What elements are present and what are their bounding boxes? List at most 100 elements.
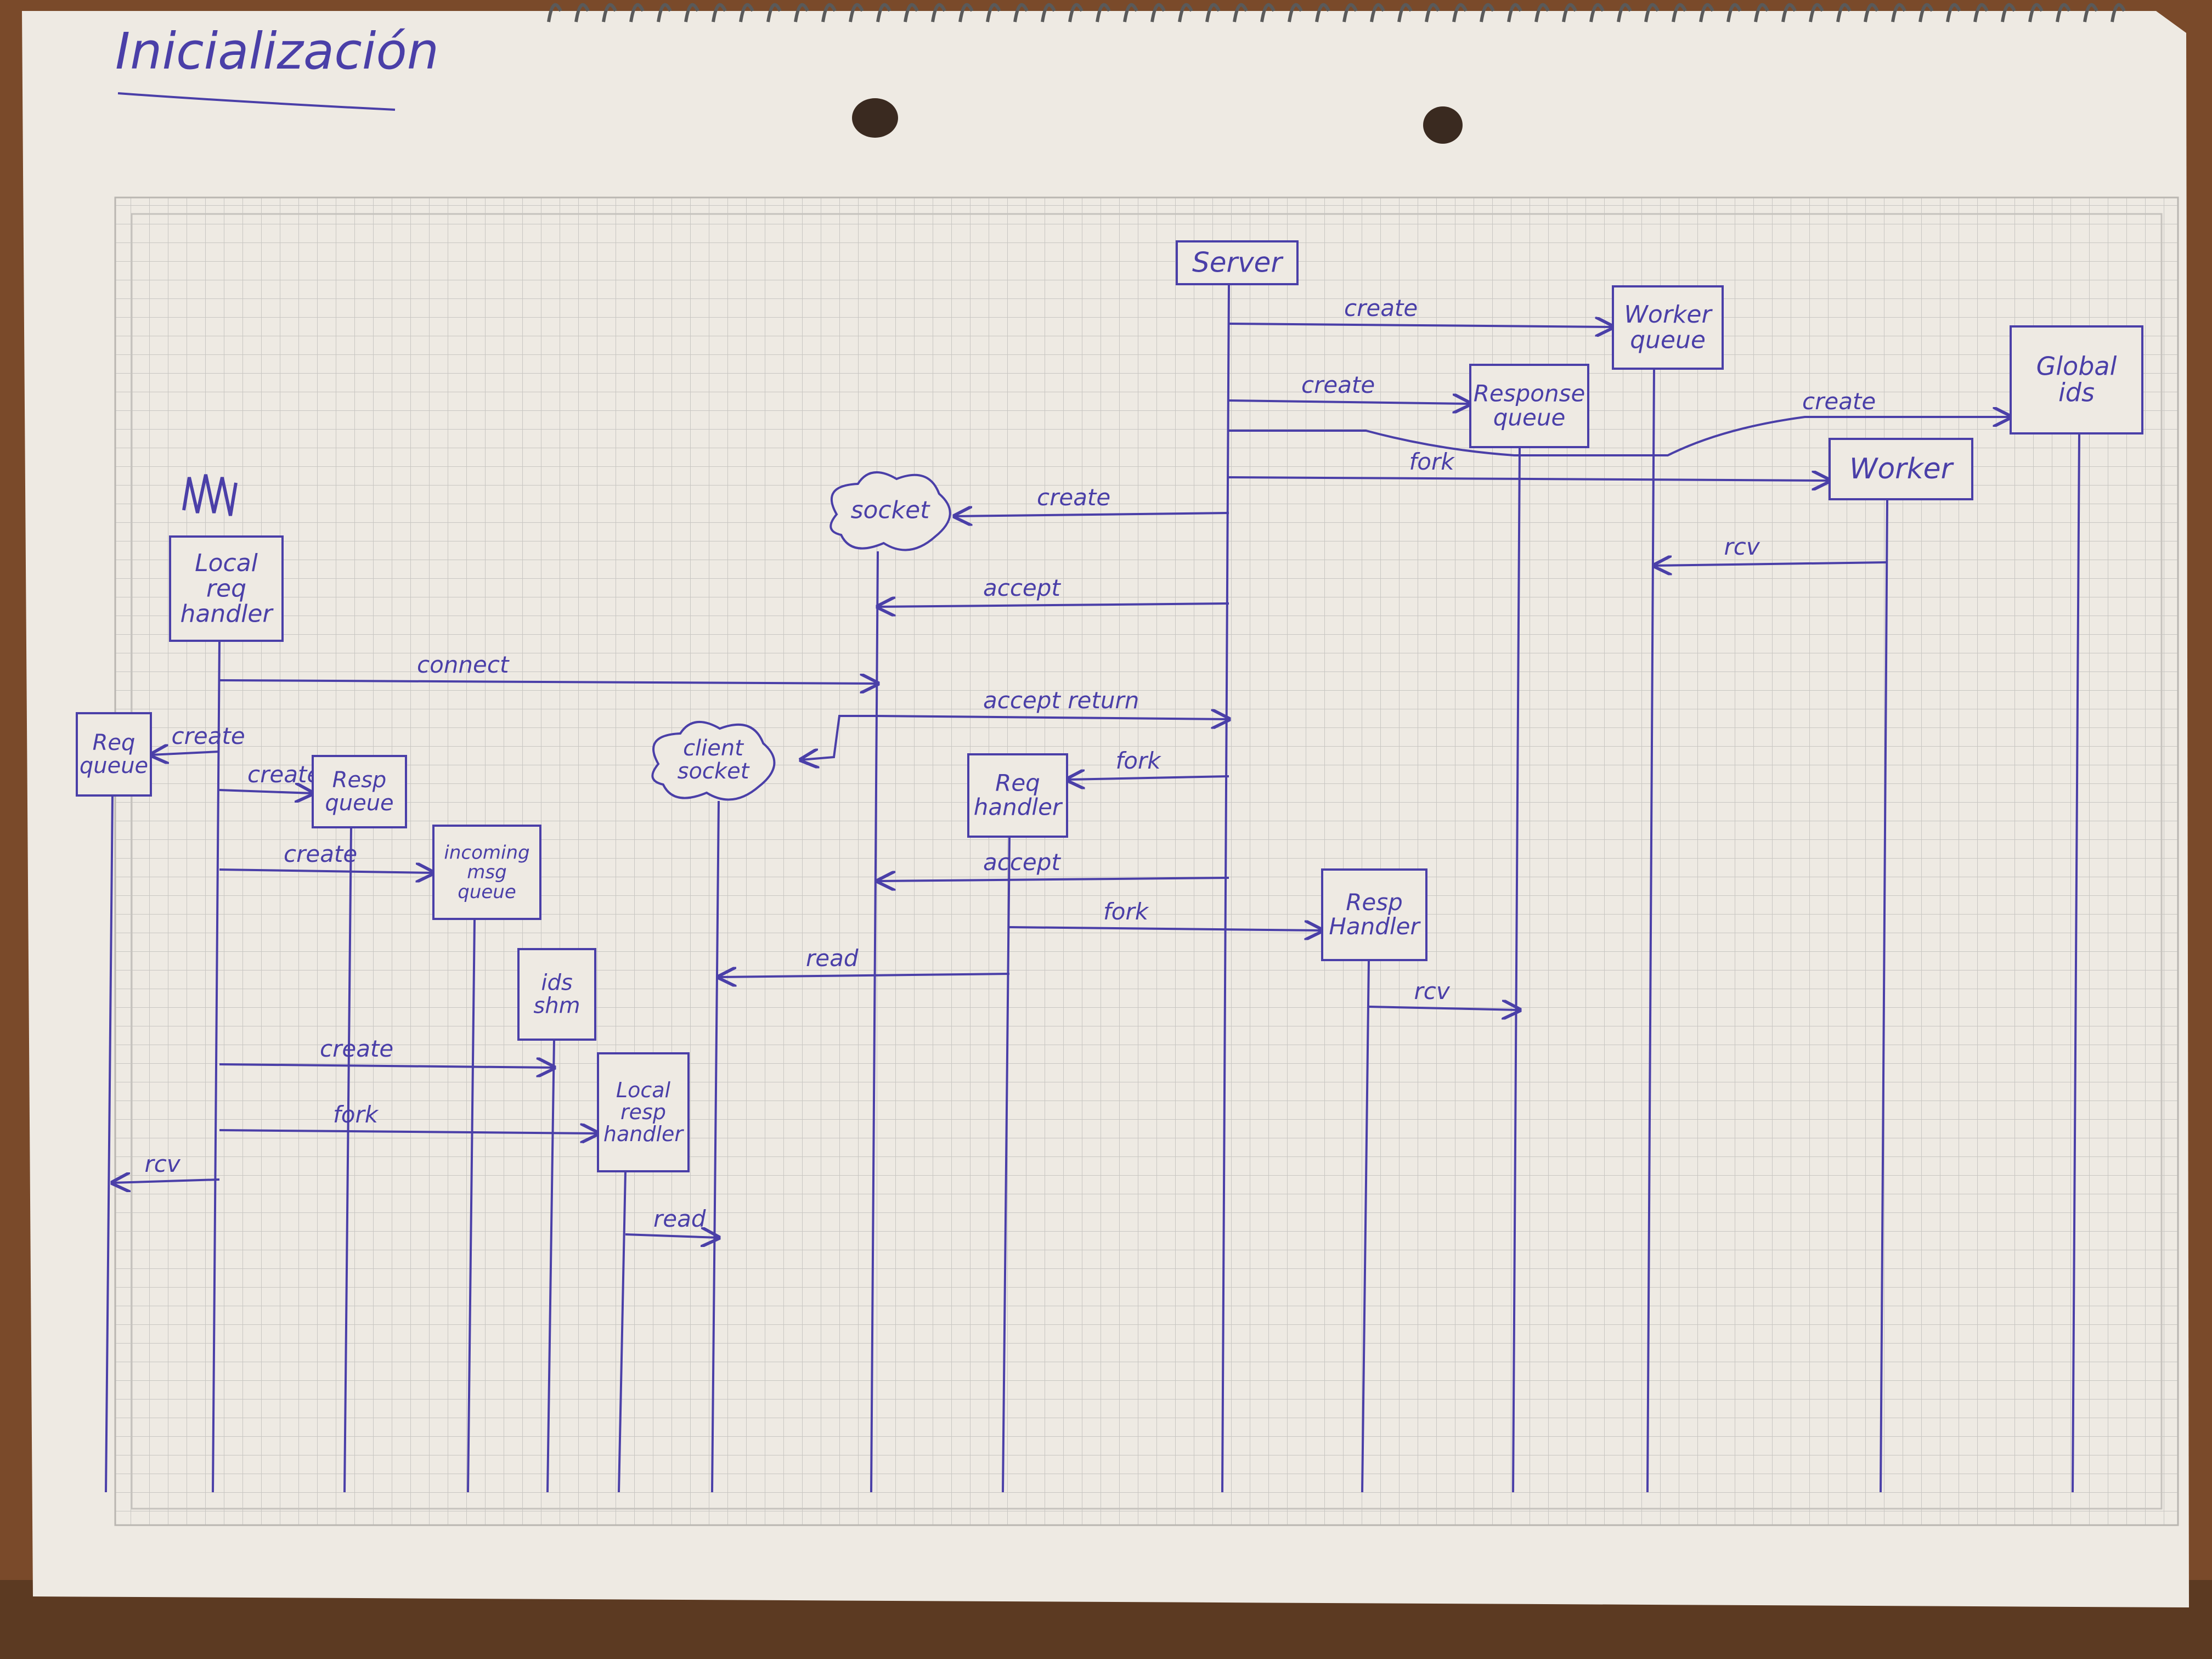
title-underline <box>117 92 396 111</box>
spiral-loop <box>1754 3 1769 22</box>
message-accept: accept <box>878 574 1229 607</box>
participant-label: Local <box>616 1078 671 1102</box>
message-create: create <box>219 761 321 793</box>
spiral-loop <box>629 3 645 22</box>
spiral-loop <box>712 3 727 22</box>
participant-box <box>76 712 152 797</box>
message-label: accept <box>983 849 1061 876</box>
lifeline-incoming-msg-queue <box>467 918 476 1493</box>
message-arrow <box>112 1180 220 1183</box>
spiral-loop <box>574 3 590 22</box>
participant-label: queue <box>325 791 393 816</box>
lifeline-global-ids <box>2072 433 2080 1493</box>
participant-box <box>1829 438 1973 500</box>
message-create: create <box>219 1035 554 1068</box>
spiral-loop <box>1205 3 1221 22</box>
message-arrow <box>1228 400 1470 404</box>
participant-cloud <box>830 471 951 551</box>
participant-socket: socket <box>830 471 951 551</box>
message-label: create <box>320 1035 393 1062</box>
participant-label: Handler <box>1329 913 1421 940</box>
spiral-binding <box>547 3 2126 22</box>
message-label: accept return <box>983 687 1139 714</box>
spiral-loop <box>1973 3 1989 22</box>
message-label: fork <box>333 1101 379 1128</box>
spiral-loop <box>794 3 809 22</box>
spiral-loop <box>2111 3 2126 22</box>
participant-label: ids <box>2058 378 2095 408</box>
message-rcv: rcv <box>1368 978 1520 1010</box>
spiral-loop <box>1507 3 1522 22</box>
lifeline-resp-queue <box>343 827 352 1493</box>
participant-label: msg <box>467 861 506 883</box>
spiral-loop <box>657 3 672 22</box>
message-arrow <box>151 752 220 755</box>
participant-label: queue <box>80 753 148 778</box>
lifeline-local-req-handler <box>212 640 221 1493</box>
spiral-loop <box>958 3 974 22</box>
spiral-loop <box>2083 3 2098 22</box>
message-label: fork <box>1116 747 1162 774</box>
participant-label: Resp <box>1346 889 1403 916</box>
participant-label: Resp <box>332 768 387 793</box>
spiral-loop <box>1864 3 1879 22</box>
participant-label: queue <box>1493 404 1566 431</box>
spiral-loop <box>1260 3 1276 22</box>
message-arrow <box>219 870 433 873</box>
message-read: read <box>625 1205 719 1238</box>
participant-label: socket <box>851 496 931 524</box>
participant-label: handler <box>974 794 1063 821</box>
participant-label: Global <box>2036 351 2117 381</box>
participant-label: ids <box>541 970 572 996</box>
spiral-loop <box>1150 3 1166 22</box>
diagram-title: Inicialización <box>115 22 439 81</box>
participant-label: handler <box>603 1122 685 1146</box>
message-arrow <box>219 1064 554 1068</box>
spiral-loop <box>1644 3 1660 22</box>
spiral-loop <box>1096 3 1111 22</box>
participant-label: Worker <box>1624 301 1713 329</box>
message-arrow <box>625 1234 719 1238</box>
message-rcv: rcv <box>1654 533 1888 566</box>
spiral-loop <box>1123 3 1138 22</box>
message-label: fork <box>1409 448 1455 475</box>
message-arrow <box>219 790 313 793</box>
spiral-loop <box>739 3 754 22</box>
message-arrow <box>1009 927 1322 930</box>
spiral-loop <box>684 3 699 22</box>
message-label: create <box>247 761 321 788</box>
spiral-loop <box>1672 3 1687 22</box>
lifeline-req-handler <box>1002 836 1011 1493</box>
message-arrow <box>878 878 1229 881</box>
message-label: create <box>1344 295 1418 321</box>
participant-box <box>517 948 596 1041</box>
spiral-loop <box>876 3 891 22</box>
message-read: read <box>719 945 1010 977</box>
spiral-loop <box>1726 3 1742 22</box>
message-create: create <box>1229 388 2011 456</box>
messages: createcreatecreateforkcreatercvacceptcon… <box>112 295 2011 1238</box>
spiral-loop <box>1534 3 1550 22</box>
spiral-loop <box>1589 3 1605 22</box>
participant-cloud <box>651 721 776 801</box>
spiral-loop <box>1370 3 1385 22</box>
spiral-loop <box>1809 3 1824 22</box>
message-create: create <box>955 484 1229 516</box>
message-label: fork <box>1103 898 1149 925</box>
message-arrow <box>801 715 878 760</box>
spiral-loop <box>1480 3 1495 22</box>
participant-label: Local <box>195 549 258 577</box>
message-accept: accept <box>878 849 1229 881</box>
message-label: rcv <box>145 1150 181 1177</box>
participant-label: shm <box>533 994 580 1019</box>
message-label: connect <box>417 651 510 678</box>
